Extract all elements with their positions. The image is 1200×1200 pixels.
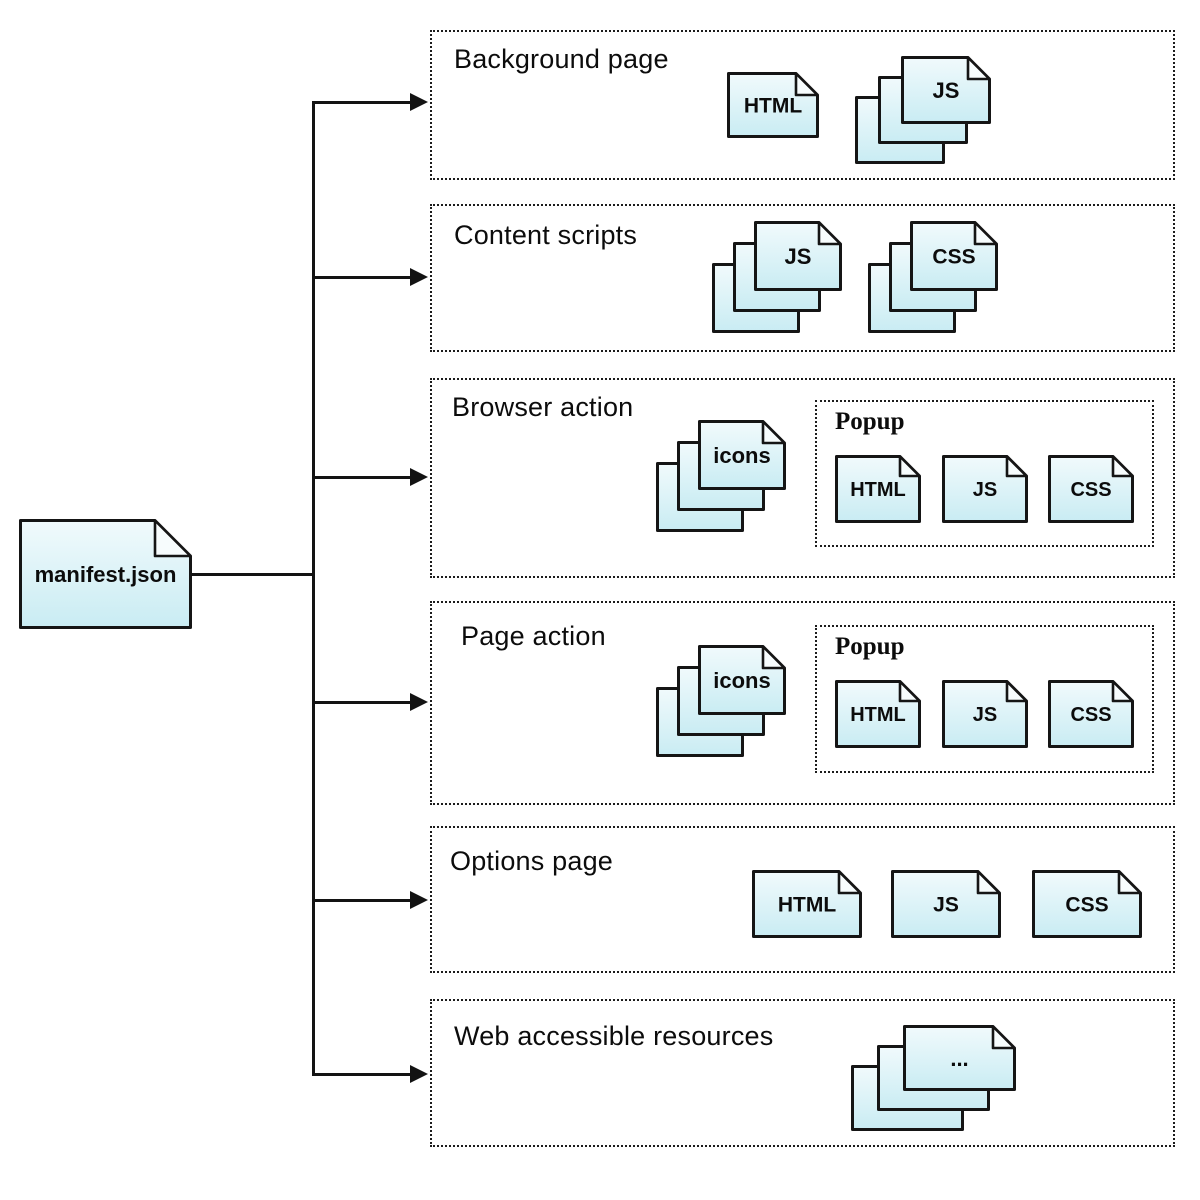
svg-text:...: ... [950, 1046, 968, 1071]
svg-text:CSS: CSS [1065, 894, 1108, 917]
popup-title: Popup [835, 633, 905, 660]
file-icon-css: CSS [909, 220, 999, 292]
connector-branch-background-page [312, 101, 412, 104]
section-title-content-scripts: Content scripts [454, 220, 638, 250]
file-stack-icons: icons [655, 419, 787, 533]
file-icon-icons: icons [697, 644, 787, 716]
svg-text:JS: JS [933, 894, 959, 917]
arrowhead-background-page [410, 93, 428, 111]
svg-text:icons: icons [713, 443, 770, 468]
file-icon-css: CSS [1047, 454, 1135, 524]
file-icon-css: CSS [1047, 679, 1135, 749]
section-options-page: Options page HTML JS CSS [430, 826, 1175, 973]
svg-text:JS: JS [973, 704, 997, 726]
connector-trunk-vertical [312, 101, 315, 1076]
file-stack-js: JS [711, 220, 843, 334]
section-content-scripts: Content scripts JS CSS [430, 204, 1175, 352]
file-icon-js: JS [941, 679, 1029, 749]
file-icon-js: JS [890, 869, 1002, 939]
svg-text:HTML: HTML [850, 704, 906, 726]
popup-box-browser-action: Popup HTML JS CSS [815, 400, 1154, 547]
section-page-action: Page action icons Popup HTML JS CSS [430, 601, 1175, 805]
file-icon-html: HTML [834, 679, 922, 749]
svg-text:JS: JS [933, 78, 960, 103]
popup-box-page-action: Popup HTML JS CSS [815, 625, 1154, 773]
file-icon-more-resources: ... [902, 1024, 1017, 1092]
connector-branch-options-page [312, 899, 412, 902]
file-icon-js: JS [941, 454, 1029, 524]
popup-title: Popup [835, 408, 905, 435]
file-icon-css: CSS [1031, 869, 1143, 939]
arrowhead-browser-action [410, 468, 428, 486]
svg-text:JS: JS [785, 244, 812, 269]
file-icon-html: HTML [751, 869, 863, 939]
section-title-background-page: Background page [454, 44, 669, 74]
connector-branch-web-accessible-resources [312, 1073, 412, 1076]
connector-manifest-horizontal [191, 573, 313, 576]
file-icon-html: HTML [834, 454, 922, 524]
manifest-file-icon: manifest.json [18, 518, 193, 630]
svg-text:HTML: HTML [744, 95, 802, 118]
file-stack-resources: ... [850, 1024, 1017, 1132]
section-title-options-page: Options page [450, 846, 614, 876]
connector-branch-content-scripts [312, 276, 412, 279]
file-icon-html: HTML [726, 71, 820, 139]
file-stack-icons: icons [655, 644, 787, 758]
arrowhead-content-scripts [410, 268, 428, 286]
svg-text:CSS: CSS [1070, 479, 1111, 501]
section-title-page-action: Page action [461, 621, 606, 651]
arrowhead-web-accessible-resources [410, 1065, 428, 1083]
section-browser-action: Browser action icons Popup HTML JS CSS [430, 378, 1175, 578]
svg-text:HTML: HTML [778, 894, 836, 917]
file-icon-js: JS [753, 220, 843, 292]
section-background-page: Background page HTML JS [430, 30, 1175, 180]
section-web-accessible-resources: Web accessible resources ... [430, 999, 1175, 1147]
arrowhead-options-page [410, 891, 428, 909]
svg-text:CSS: CSS [1070, 704, 1111, 726]
connector-branch-page-action [312, 701, 412, 704]
svg-text:manifest.json: manifest.json [35, 562, 177, 587]
arrowhead-page-action [410, 693, 428, 711]
connector-branch-browser-action [312, 476, 412, 479]
svg-text:HTML: HTML [850, 479, 906, 501]
file-icon-js: JS [900, 55, 992, 125]
file-stack-css: CSS [867, 220, 999, 334]
section-title-web-accessible-resources: Web accessible resources [454, 1021, 774, 1051]
svg-text:JS: JS [973, 479, 997, 501]
file-icon-icons: icons [697, 419, 787, 491]
section-title-browser-action: Browser action [452, 392, 634, 422]
file-stack-js: JS [854, 55, 992, 165]
svg-text:CSS: CSS [932, 246, 975, 269]
svg-text:icons: icons [713, 668, 770, 693]
